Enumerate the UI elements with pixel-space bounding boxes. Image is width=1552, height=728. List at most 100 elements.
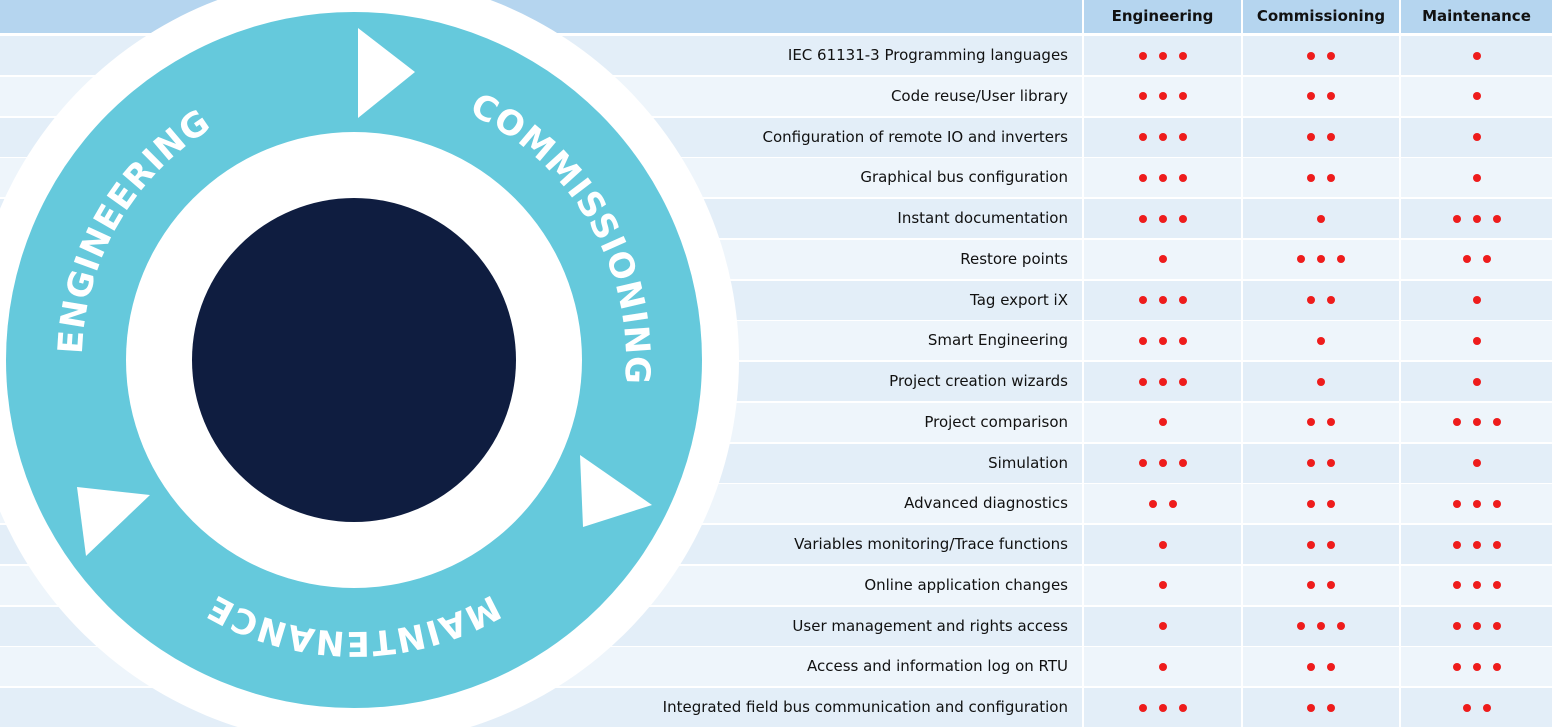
feature-label: Integrated field bus communication and c… [662,698,1068,716]
rating-cell-commissioning [1243,565,1399,605]
rating-cell-engineering [1084,484,1241,524]
rating-dot-icon [1178,296,1187,304]
rating-cell-commissioning [1243,36,1399,75]
rating-cell-commissioning [1243,76,1399,116]
rating-cell-commissioning [1243,443,1399,483]
rating-cell-commissioning [1243,688,1399,727]
rating-dot-icon [1327,418,1335,427]
rating-dot-icon [1337,255,1345,264]
rating-dot-icon [1138,296,1147,304]
rating-cell-commissioning [1243,239,1399,279]
rating-dot-icon [1327,296,1335,304]
rating-dot-icon [1178,377,1187,386]
column-header-label: Engineering [1111,7,1214,25]
column-header-commissioning: Commissioning [1243,0,1399,33]
arrow-triangle-icon [580,455,652,527]
rating-dot-icon [1472,499,1481,508]
rating-dot-icon [1452,581,1461,590]
rating-dot-icon [1158,377,1167,386]
rating-cell-maintenance [1401,199,1552,238]
rating-dot-icon [1452,418,1461,427]
rating-dot-icon [1158,51,1167,60]
rating-dot-icon [1472,377,1481,386]
rating-dot-icon [1327,499,1335,508]
rating-dot-icon [1297,255,1305,264]
rating-dot-icon [1337,622,1345,630]
rating-dot-icon [1462,703,1471,712]
feature-label: Graphical bus configuration [860,168,1068,187]
column-header-label: Commissioning [1256,7,1386,25]
rating-dot-icon [1472,296,1481,304]
rating-cell-engineering [1084,321,1241,361]
rating-dot-icon [1327,173,1335,182]
table-row: Smart Engineering [0,321,1552,361]
rating-dot-icon [1158,214,1167,223]
rating-cell-maintenance [1401,321,1552,361]
rating-dot-icon [1178,336,1187,345]
rating-dot-icon [1327,51,1335,60]
rating-dot-icon [1472,662,1481,671]
feature-label: Smart Engineering [927,331,1068,350]
rating-dot-icon [1178,459,1187,467]
rating-cell-commissioning [1243,525,1399,564]
rating-dot-icon [1158,622,1167,630]
rating-dot-icon [1492,214,1501,223]
rating-cell-maintenance [1401,443,1552,483]
rating-cell-maintenance [1401,117,1552,157]
rating-dot-icon [1327,133,1335,141]
rating-dot-icon [1452,499,1461,508]
rating-dot-icon [1158,581,1167,590]
rating-dot-icon [1472,540,1481,549]
rating-dot-icon [1158,459,1167,467]
feature-label: Tag export iX [970,290,1068,309]
rating-dot-icon [1472,133,1481,141]
rating-dot-icon [1178,703,1187,712]
rating-dot-icon [1178,51,1187,60]
feature-label: Project creation wizards [889,372,1068,390]
rating-dot-icon [1492,418,1501,427]
rating-dot-icon [1148,499,1157,508]
rating-cell-maintenance [1401,688,1552,727]
feature-label: Advanced diagnostics [904,494,1068,513]
rating-dot-icon [1472,459,1481,467]
rating-dot-icon [1307,173,1315,182]
column-header-label: Maintenance [1422,7,1531,25]
rating-dot-icon [1317,255,1325,264]
rating-dot-icon [1307,92,1315,101]
feature-label: Configuration of remote IO and inverters [762,127,1068,146]
rating-dot-icon [1482,255,1491,264]
rating-dot-icon [1307,662,1315,671]
lifecycle-diagram: ENGINEERING COMMISSIONING MAINTENANCE [0,0,739,728]
rating-cell-engineering [1084,239,1241,279]
rating-cell-engineering [1084,199,1241,238]
rating-cell-maintenance [1401,36,1552,75]
rating-dot-icon [1307,540,1315,549]
feature-label: Instant documentation [897,209,1068,227]
rating-dot-icon [1472,418,1481,427]
feature-label: Access and information log on RTU [806,657,1068,676]
rating-cell-engineering [1084,280,1241,320]
rating-cell-commissioning [1243,199,1399,238]
rating-dot-icon [1472,622,1481,630]
rating-dot-icon [1307,459,1315,467]
rating-dot-icon [1492,581,1501,590]
rating-dot-icon [1317,214,1325,223]
rating-dot-icon [1178,173,1187,182]
rating-dot-icon [1138,51,1147,60]
rating-dot-icon [1462,255,1471,264]
column-header-engineering: Engineering [1084,0,1241,33]
rating-cell-maintenance [1401,76,1552,116]
feature-label: Code reuse/User library [890,86,1068,105]
rating-dot-icon [1307,133,1315,141]
rating-dot-icon [1158,173,1167,182]
rating-cell-engineering [1084,565,1241,605]
rating-dot-icon [1138,133,1147,141]
rating-dot-icon [1307,499,1315,508]
center-core [192,198,516,522]
rating-dot-icon [1472,214,1481,223]
rating-dot-icon [1138,377,1147,386]
rating-dot-icon [1168,499,1177,508]
rating-dot-icon [1158,133,1167,141]
rating-cell-maintenance [1401,484,1552,524]
rating-dot-icon [1307,51,1315,60]
